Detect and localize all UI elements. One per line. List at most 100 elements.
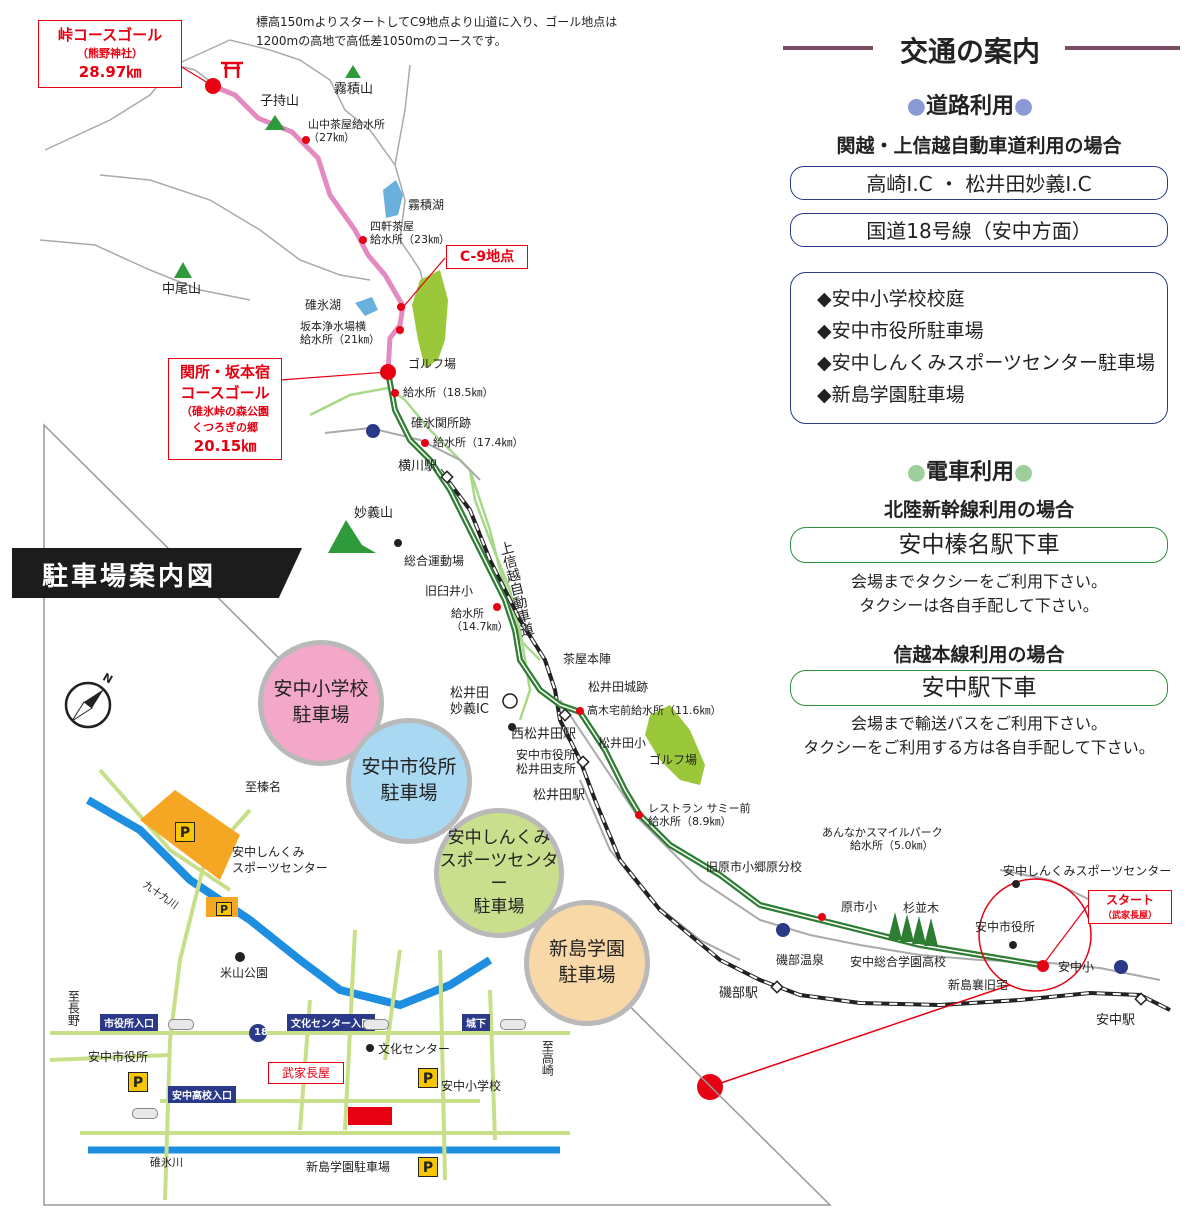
label-matsuida-ic-1: 松井田 — [450, 686, 490, 701]
shinkansen-sub: 北陸新幹線利用の場合 — [883, 499, 1074, 521]
label-shinkumi: 安中しんくみスポーツセンター — [1003, 864, 1172, 878]
label-matsuida-ic-2: 妙義IC — [450, 701, 489, 717]
traffic-light-icon — [132, 1108, 158, 1119]
parking-banner: 駐車場案内図 — [12, 548, 302, 598]
aid-station-name: レストラン サミー前 — [648, 802, 751, 815]
bullet-icon: ● — [1014, 94, 1034, 119]
start-callout: スタート （武家長屋） — [1088, 890, 1172, 924]
road-heading-text: 道路利用 — [925, 94, 1014, 119]
label-usuigawa: 碓氷川 — [150, 1156, 183, 1169]
label-golf-2: ゴルフ場 — [649, 753, 698, 767]
parking-icon: P — [418, 1157, 438, 1177]
c9-callout: C-9地点 — [446, 245, 528, 269]
goal-pass-callout: 峠コースゴール （熊野神社） 28.97㎞ — [38, 20, 182, 88]
label-yokokawa: 横川駅 — [398, 459, 438, 474]
label-matsuida-castle: 松井田城跡 — [588, 680, 649, 694]
header-note-line2: 1200mの高地で高低差1050mのコースです。 — [256, 33, 507, 48]
parking-icon: P — [175, 822, 195, 842]
bullet-icon: ● — [906, 460, 926, 485]
parking-banner-title: 駐車場案内図 — [42, 562, 217, 592]
parking-lot-niijima: 新島学園駐車場 — [524, 900, 650, 1026]
bullet-icon: ● — [906, 94, 926, 119]
label-nishi-matsuida: 西松井田駅 — [511, 727, 577, 742]
aid-station-14-7: 給水所 （14.7㎞） — [451, 607, 509, 633]
goal-pass-sub: （熊野神社） — [77, 47, 143, 60]
aid-station-21: 坂本浄水場横 給水所（21㎞） — [300, 320, 380, 346]
label-annaka-eki: 安中駅 — [1096, 1013, 1136, 1028]
aid-station-17-4: 給水所（17.4㎞） — [433, 436, 524, 449]
label-shisho: 安中市役所 松井田支所 — [516, 748, 576, 777]
label-bunka: 文化センター — [378, 1042, 451, 1056]
label-annaka-shogakko: 安中小学校 — [441, 1079, 502, 1093]
shinetsu-note-2: タクシーをご利用する方は各自手配して下さい。 — [803, 738, 1155, 757]
train-heading-text: 電車利用 — [925, 460, 1014, 485]
shinkansen-station-pill: 安中榛名駅下車 — [790, 527, 1168, 563]
label-usui-sekisho: 碓氷関所跡 — [411, 416, 472, 430]
lot-line3: 駐車場 — [473, 896, 525, 917]
label-sogo-gakuen: 安中総合学園高校 — [850, 955, 947, 969]
aid-station-27: 山中茶屋給水所 （27㎞） — [308, 118, 385, 144]
shinetsu-note-1: 会場まで輸送バスをご利用下さい。 — [850, 714, 1107, 733]
aid-station-km: 給水所（5.0㎞） — [850, 839, 934, 853]
label-shisho-2: 松井田支所 — [516, 762, 577, 777]
compass-icon — [66, 683, 110, 727]
shinkansen-note-1: 会場までタクシーをご利用下さい。 — [850, 572, 1107, 591]
parking-icon: P — [216, 902, 232, 916]
bullet-icon: ● — [1014, 460, 1034, 485]
label-golf-1: ゴルフ場 — [408, 357, 457, 371]
road-sub: 関越・上信越自動車道利用の場合 — [836, 135, 1122, 157]
label-shinkumi-1: 安中しんくみ — [232, 845, 305, 859]
aid-station-8-9: レストラン サミー前 給水所（8.9㎞） — [648, 802, 751, 828]
label-niijima-parking: 新島学園駐車場 — [306, 1160, 391, 1174]
header-note-line1: 標高150mよりスタートしてC9地点より山道に入り、ゴール地点は — [256, 15, 618, 29]
lot-line2: 駐車場 — [558, 964, 616, 986]
label-komochiyama: 子持山 — [260, 94, 300, 109]
label-naganohara: 至長野 — [66, 990, 81, 1026]
aid-station-name: 給水所 — [451, 607, 484, 620]
label-haruna: 至榛名 — [245, 780, 282, 794]
aid-station-11-6: 高木宅前給水所（11.6㎞） — [587, 704, 722, 717]
label-kirizumiko: 霧積湖 — [408, 198, 445, 212]
train-heading: ●電車利用● — [880, 454, 1060, 486]
aid-station-km: 給水所（23㎞） — [370, 233, 450, 247]
label-yoneyama: 米山公園 — [220, 966, 269, 980]
parking-lot-shinkumi: 安中しんくみスポーツセンター駐車場 — [434, 808, 564, 938]
label-takasaki: 至高崎 — [540, 1040, 555, 1076]
parking-icon: P — [128, 1072, 148, 1092]
traffic-light-icon — [168, 1019, 194, 1030]
shinetsu-station-pill: 安中駅下車 — [790, 670, 1168, 706]
access-title: 交通の案内 — [899, 35, 1040, 68]
lot-item: ◆安中小学校校庭 — [817, 288, 965, 310]
label-matsuida-ic: 松井田 妙義IC — [450, 686, 489, 717]
aid-station-5-0: あんなかスマイルパーク 給水所（5.0㎞） — [822, 826, 943, 852]
parking-lot-shiyakusho: 安中市役所駐車場 — [346, 718, 472, 844]
label-isobe-onsen: 磯部温泉 — [776, 953, 825, 967]
lot-item: ◆安中市役所駐車場 — [817, 320, 984, 342]
label-chaya-honjin: 茶屋本陣 — [563, 652, 612, 666]
label-p-shiyakusho: 安中市役所 — [88, 1050, 149, 1064]
label-kyu-harashi: 旧原市小郷原分校 — [706, 860, 803, 874]
aid-station-km: （14.7㎞） — [451, 620, 509, 634]
goal-sekisho-km: 20.15㎞ — [193, 437, 257, 455]
label-suginamiki: 杉並木 — [903, 901, 940, 915]
label-matsuida-sho: 松井田小 — [598, 736, 647, 750]
lot-line1: 安中市役所 — [361, 756, 457, 779]
label-kyu-usui: 旧臼井小 — [425, 584, 474, 598]
traffic-light-icon — [363, 1019, 389, 1030]
label-kirizumiyama: 霧積山 — [334, 82, 374, 97]
lot-line1: 安中小学校 — [273, 678, 369, 701]
goal-sekisho-callout: 関所・坂本宿 コースゴール （碓氷峠の森公園 くつろぎの郷 20.15㎞ — [168, 358, 282, 460]
aid-station-km: 給水所（8.9㎞） — [648, 815, 732, 829]
aid-station-18-5: 給水所（18.5㎞） — [403, 386, 494, 399]
lot-line2: 駐車場 — [292, 704, 350, 726]
label-shinkumi-2: スポーツセンター — [232, 860, 328, 875]
label-usuiko: 碓氷湖 — [305, 298, 342, 312]
lot-item: ◆新島学園駐車場 — [817, 384, 965, 406]
parking-icon: P — [418, 1068, 438, 1088]
aid-station-23: 四軒茶屋 給水所（23㎞） — [370, 220, 450, 246]
shinetsu-sub: 信越本線利用の場合 — [893, 644, 1065, 666]
aid-station-name: 坂本浄水場横 — [300, 320, 366, 333]
header-note: 標高150mよりスタートしてC9地点より山道に入り、ゴール地点は 1200mの高… — [256, 13, 617, 50]
label-sogo-undojo: 総合運動場 — [404, 554, 465, 568]
goal-sekisho-sub2: くつろぎの郷 — [192, 421, 258, 434]
